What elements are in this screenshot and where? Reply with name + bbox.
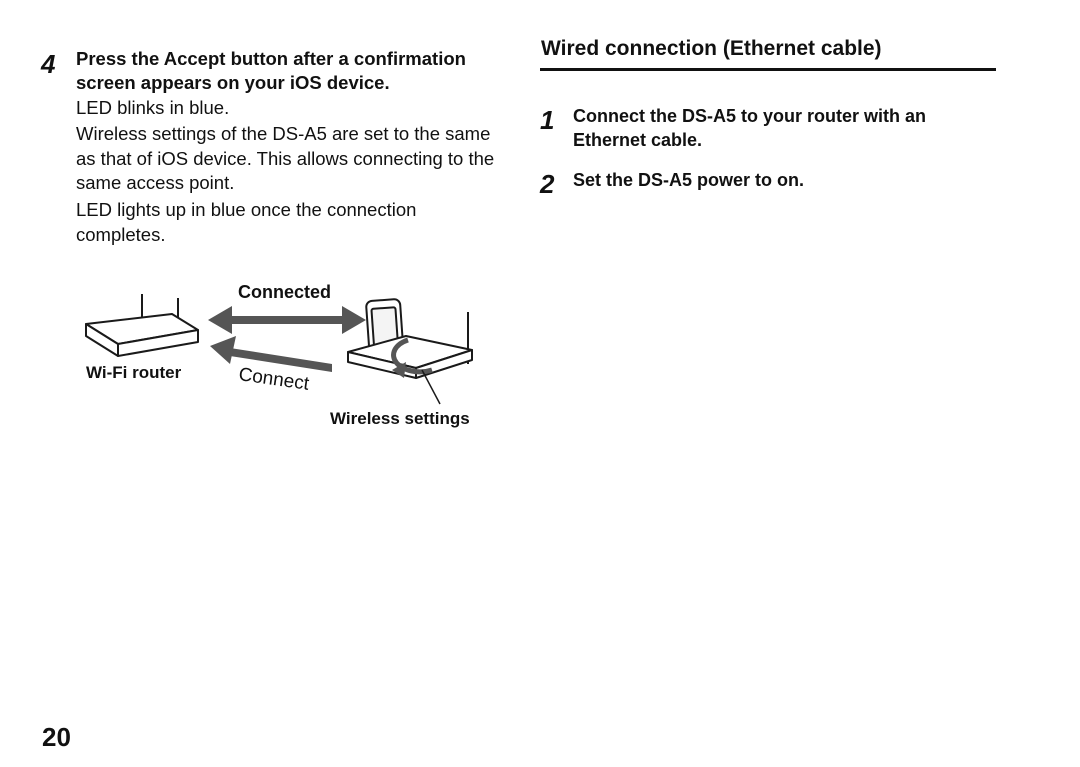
connected-label: Connected [238,282,331,302]
circular-arrow-icon [391,337,433,378]
wifi-router-icon [85,294,199,357]
step-1-text: Connect the DS-A5 to your router with an… [573,106,927,150]
step-4-paragraph-3: LED lights up in blue once the connectio… [76,199,417,245]
section-rule [540,68,996,71]
connect-label: Connect [237,364,311,395]
step-4-paragraph-2: Wireless settings of the DS-A5 are set t… [76,123,495,193]
step-4-paragraph-1: LED blinks in blue. [76,97,230,118]
step-2-text: Set the DS-A5 power to on. [573,170,805,190]
page-number: 20 [42,722,71,752]
step-number-4: 4 [41,49,56,79]
leader-line [421,369,441,405]
connection-illustration: Connected Wi-Fi router Connect Wireless … [80,278,500,443]
step-number-1: 1 [540,105,555,135]
double-arrow-icon [208,306,366,334]
wifi-router-label: Wi-Fi router [86,363,182,382]
step-4-title: Press the Accept button after a confirma… [76,48,466,93]
wireless-settings-label: Wireless settings [330,409,470,428]
arrow-left-icon [210,336,332,372]
step-number-2: 2 [540,169,555,199]
section-title: Wired connection (Ethernet cable) [541,37,882,60]
